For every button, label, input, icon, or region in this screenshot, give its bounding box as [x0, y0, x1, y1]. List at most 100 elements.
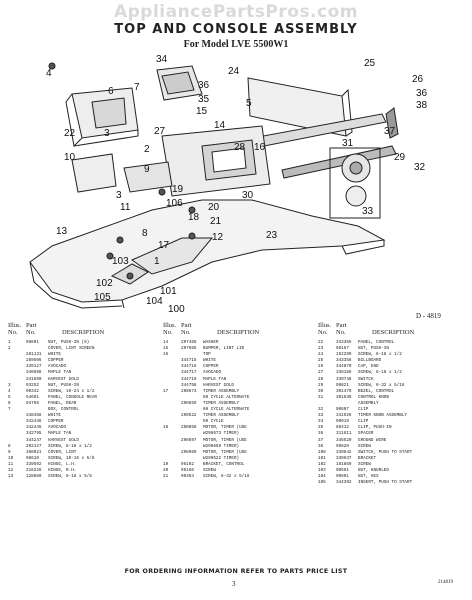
part-description: NUT, PUSH-IN	[358, 346, 389, 352]
part-number: 341926	[336, 413, 352, 419]
part-description: AVOCADO	[48, 364, 67, 370]
illus-number: 102	[318, 461, 326, 467]
part-number: 346520	[336, 437, 352, 443]
page-title: TOP AND CONSOLE ASSEMBLY	[114, 22, 358, 37]
header-no: No.	[163, 329, 173, 336]
part-number: 339127	[26, 364, 42, 370]
part-number: 298673	[181, 388, 197, 394]
svg-text:7: 7	[134, 82, 140, 93]
part-description: INSERT, PUSH TO START	[358, 480, 413, 486]
svg-text:2: 2	[144, 144, 150, 155]
part-number: 388021	[26, 449, 42, 455]
part-description: NUT, PUSH-IN (6)	[48, 340, 90, 345]
part-number: 99821	[336, 382, 349, 388]
part-description: MOTOR, TIMER (USE	[203, 425, 247, 431]
part-description: CONTROL KNOB	[358, 394, 389, 400]
part-description: AVOCADO	[48, 425, 67, 431]
part-description: MOTOR, TIMER (USE	[203, 449, 247, 455]
part-number: 98610	[26, 455, 39, 461]
header-description: DESCRIPTION	[62, 329, 105, 336]
svg-text:24: 24	[228, 66, 240, 77]
part-description: SCREW, 8-18 x 5/8	[48, 474, 92, 480]
illus-number: 27	[318, 370, 324, 376]
svg-text:18: 18	[188, 212, 200, 223]
illus-number: 37	[318, 437, 324, 443]
part-description: TIMER ASSEMBLY	[203, 413, 240, 419]
illus-number: 32	[318, 407, 324, 413]
part-description: WHITE	[48, 352, 61, 358]
part-number: 99019	[336, 419, 349, 425]
illus-number: 24	[318, 352, 324, 358]
ordering-footer: FOR ORDERING INFORMATION REFER TO PARTS …	[124, 568, 348, 575]
header-part: Part	[181, 322, 192, 329]
part-description: HARVEST GOLD	[48, 437, 79, 443]
part-description: SCREW, 8-18 x 1/2	[48, 443, 92, 449]
illus-number: 15	[163, 346, 169, 352]
svg-text:31: 31	[342, 138, 354, 149]
parts-row: 339127 AVOCADO	[8, 364, 158, 370]
part-description: CLIP	[358, 407, 369, 413]
parts-row: 344247 HARVEST GOLD	[8, 438, 158, 444]
part-number: 90561	[336, 467, 349, 473]
part-description: GROUND WIRE	[358, 437, 387, 443]
svg-text:103: 103	[112, 256, 129, 267]
part-description: NUT, KNURLED	[358, 467, 389, 473]
illus-number: 10	[8, 455, 14, 461]
top-panel	[29, 199, 386, 303]
part-number: 298056	[181, 425, 197, 431]
part-description: HARVEST GOLD	[48, 376, 79, 382]
svg-text:26: 26	[412, 74, 424, 85]
svg-text:30: 30	[242, 190, 254, 201]
part-number: 344715	[181, 358, 197, 364]
illus-number: 20	[163, 467, 169, 473]
svg-text:11: 11	[120, 202, 131, 213]
part-number: 342446	[26, 419, 42, 425]
part-number: 202127	[26, 443, 42, 449]
part-description: COPPER	[48, 419, 64, 425]
svg-text:102: 102	[96, 278, 113, 289]
header-description: DESCRIPTION	[372, 329, 415, 336]
svg-text:22: 22	[64, 128, 76, 139]
part-description: MOTOR, TIMER (USE	[203, 437, 247, 443]
part-number: 90807	[336, 407, 349, 413]
part-description: BUMPER, LINT LID	[203, 346, 245, 352]
part-number: 343356	[336, 340, 352, 345]
part-number: 95160	[181, 467, 194, 473]
part-number: 344717	[181, 370, 197, 376]
illus-number: 16	[163, 352, 169, 358]
illus-number: 2	[8, 346, 11, 352]
timer-knob	[345, 185, 367, 207]
illus-number: 6	[8, 400, 11, 406]
part-description: 60 CYCLE ALTERNATE	[203, 407, 250, 413]
page-code: 214819	[438, 580, 453, 585]
svg-text:38: 38	[416, 100, 428, 111]
part-description: SCREW, 6-32 x 5/16	[203, 474, 250, 480]
header-no: No.	[336, 329, 346, 336]
part-description: W298673 TIMER)	[203, 431, 240, 437]
part-number: 344247	[26, 437, 42, 443]
part-number: 344870	[336, 364, 352, 370]
illus-number: 26	[318, 364, 324, 370]
part-description: COPPER	[48, 358, 64, 364]
illus-number: 33	[318, 413, 324, 419]
svg-text:23: 23	[266, 230, 278, 241]
part-number: 128660	[26, 474, 42, 480]
column-header: Illus.Part No.No.DESCRIPTION	[163, 322, 313, 336]
part-description: MAPLE TAN	[203, 376, 227, 382]
